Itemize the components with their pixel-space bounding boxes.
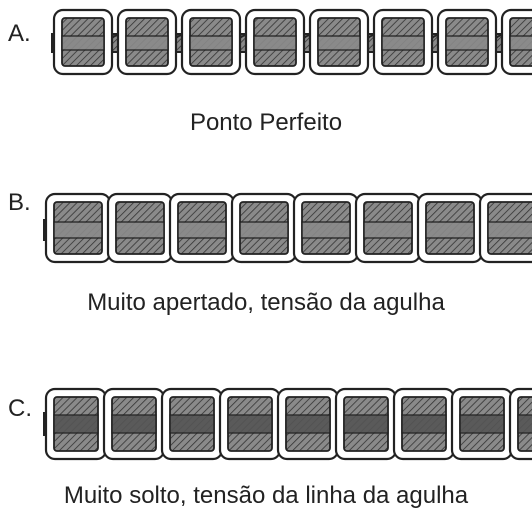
stitch-loop (160, 387, 229, 461)
panel-a-caption: Ponto Perfeito (189, 109, 343, 136)
stitch-loop (276, 387, 345, 461)
stitch-loop (392, 387, 461, 461)
stitch-loop (372, 8, 447, 76)
stitch-loop (102, 387, 171, 461)
stitch-strip-a (51, 8, 532, 76)
panel-b-label: B. (8, 189, 31, 216)
stitch-loop (450, 387, 519, 461)
stitch-loop (508, 387, 532, 461)
stitch-loop (44, 387, 113, 461)
stitch-loop (436, 8, 511, 76)
panel-c-label: C. (8, 395, 32, 422)
panel-b-caption: Muito apertado, tensão da agulha (87, 289, 445, 316)
panel-a-label: A. (8, 20, 31, 47)
panel-c-caption: Muito solto, tensão da linha da agulha (63, 482, 469, 509)
stitch-loop (244, 8, 319, 76)
stitch-strip-c (43, 387, 532, 461)
stitch-loop (354, 192, 427, 264)
stitch-loop (106, 192, 179, 264)
stitch-loop (44, 192, 117, 264)
stitch-loop (230, 192, 303, 264)
stitch-loop (334, 387, 403, 461)
stitch-loop (292, 192, 365, 264)
stitch-strip-b (43, 192, 532, 264)
stitch-loop (116, 8, 191, 76)
stitch-loop (218, 387, 287, 461)
stitch-loop (478, 192, 532, 264)
stitch-loop (416, 192, 489, 264)
stitch-loop (500, 8, 532, 76)
stitch-loop (308, 8, 383, 76)
stitch-loop (180, 8, 255, 76)
stitch-loop (168, 192, 241, 264)
stitch-loop (52, 8, 127, 76)
